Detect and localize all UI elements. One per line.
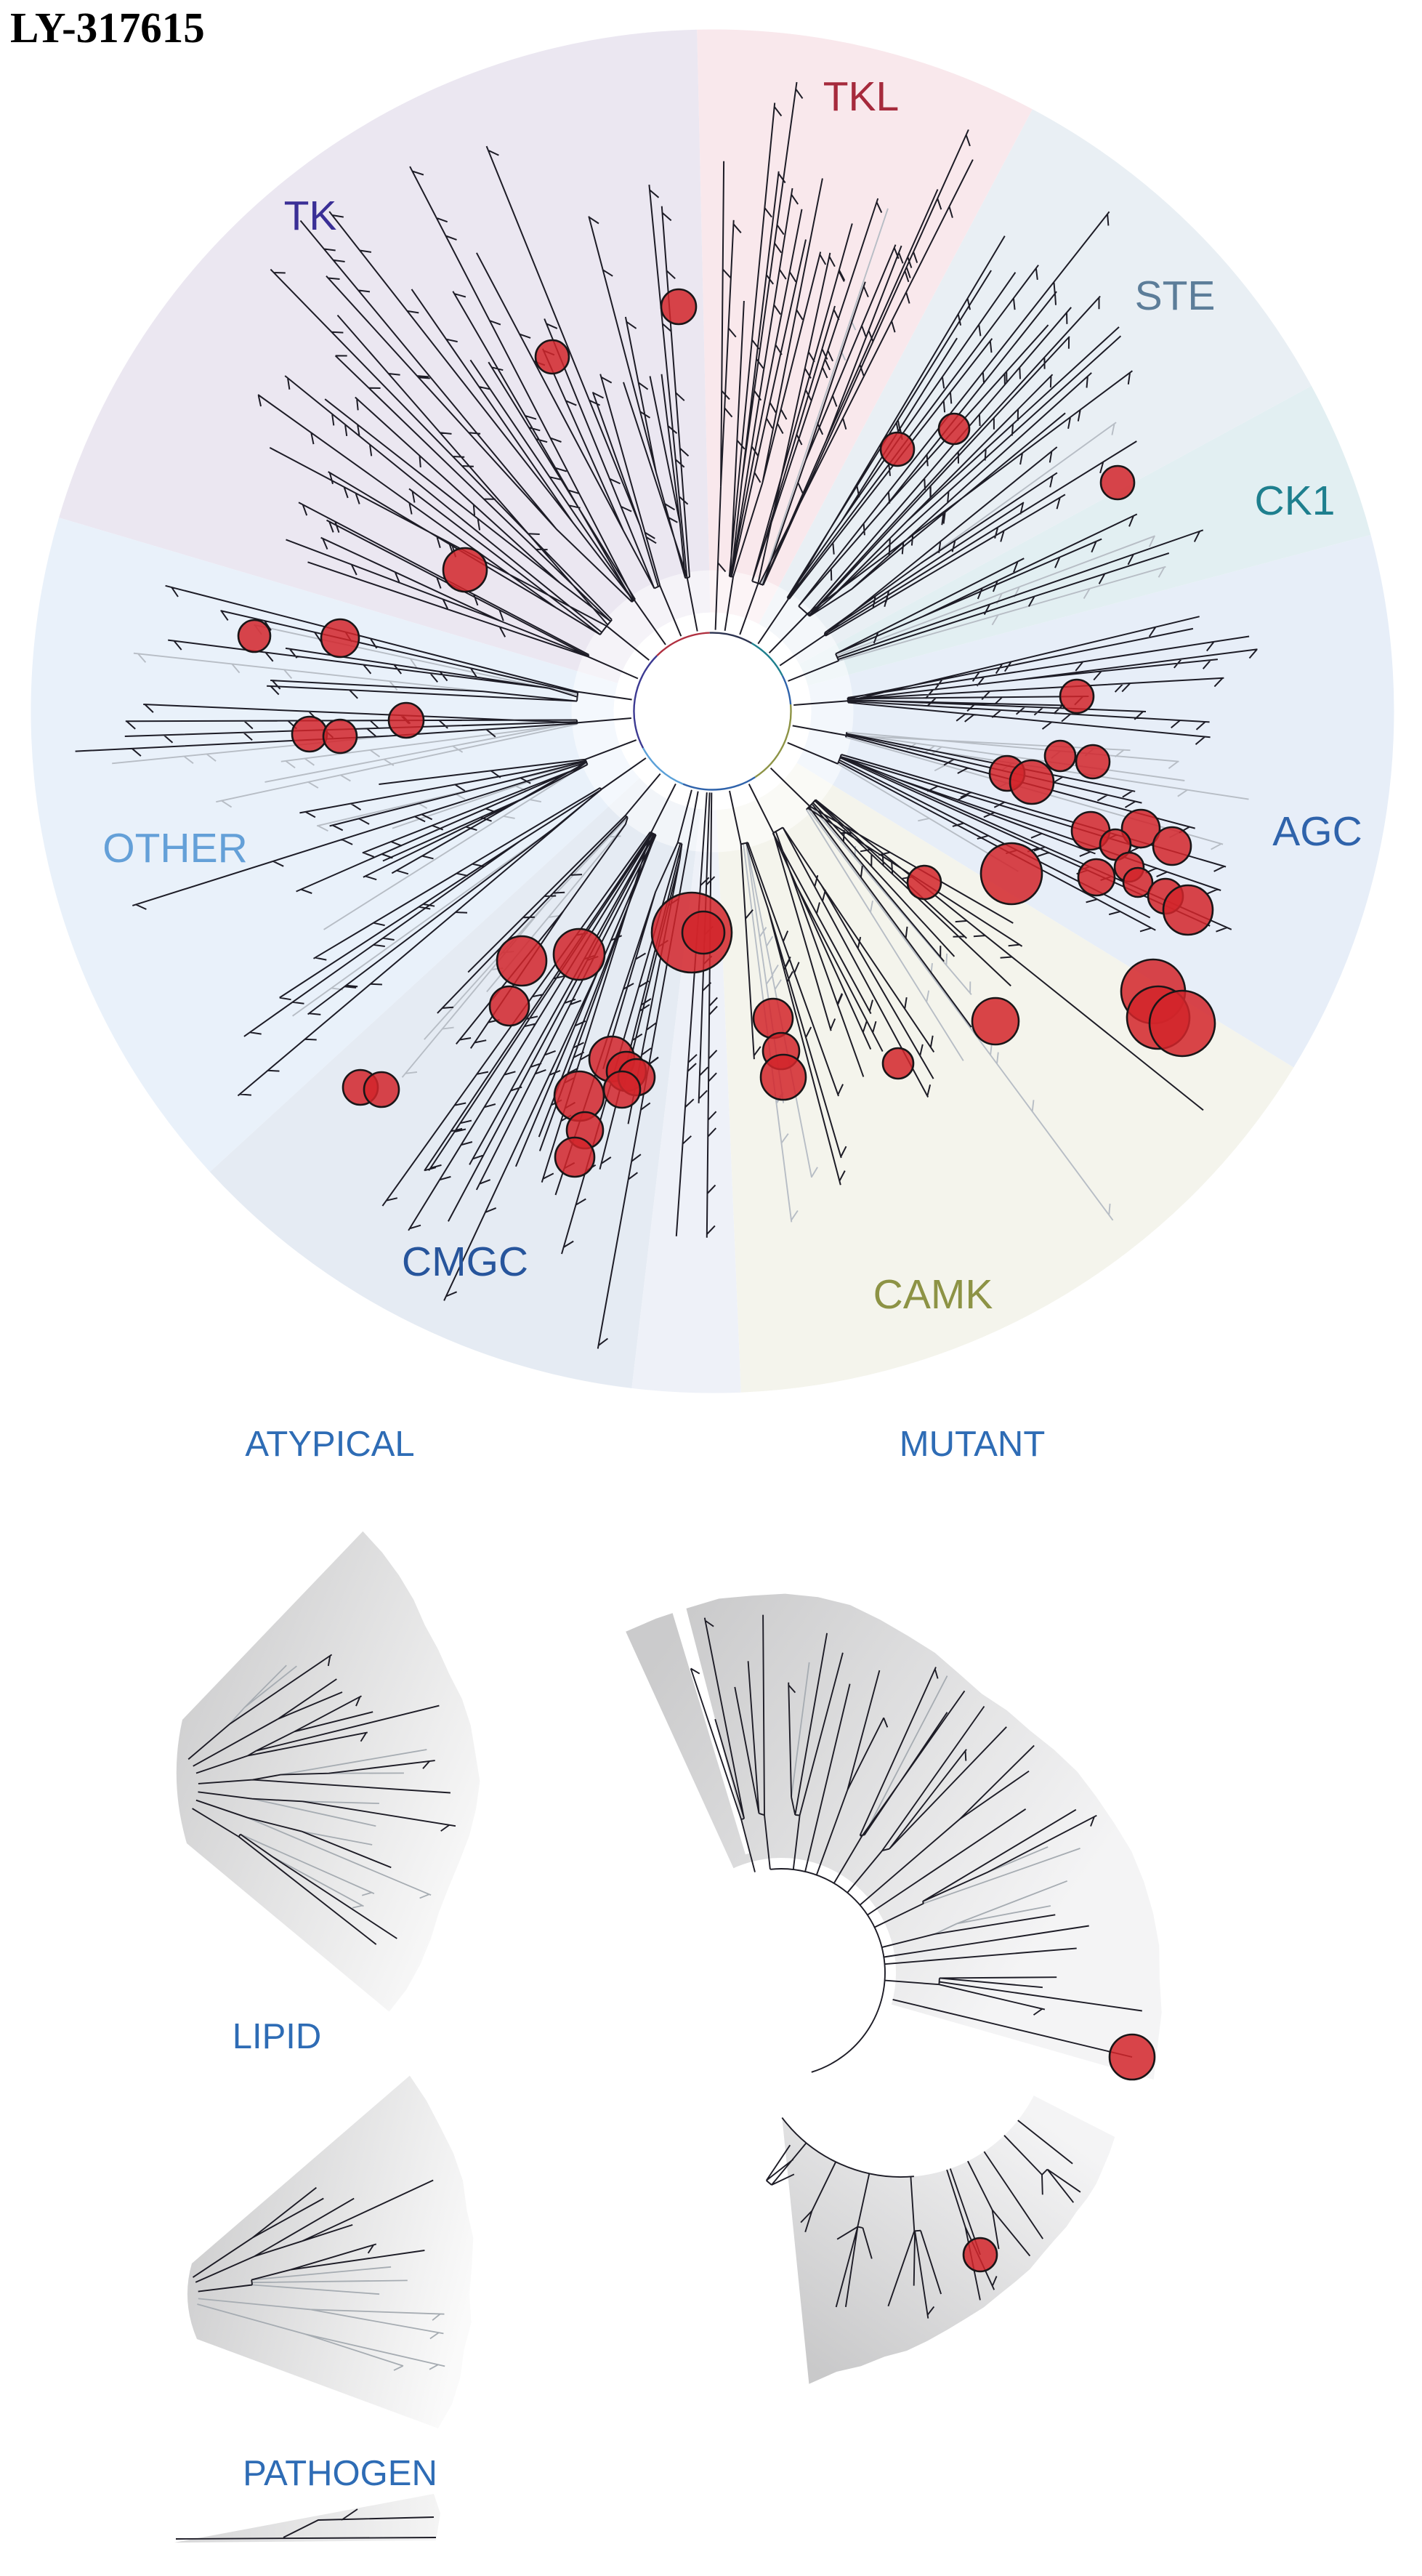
svg-text:CAMK: CAMK — [873, 1271, 993, 1318]
svg-text:TKL: TKL — [823, 73, 900, 120]
svg-text:TK: TK — [284, 193, 337, 239]
svg-text:OTHER: OTHER — [102, 825, 248, 872]
svg-text:ATYPICAL: ATYPICAL — [245, 1425, 414, 1464]
svg-text:CMGC: CMGC — [402, 1239, 528, 1285]
svg-text:PATHOGEN: PATHOGEN — [243, 2454, 437, 2493]
svg-text:STE: STE — [1135, 273, 1216, 319]
svg-text:AGC: AGC — [1272, 808, 1362, 855]
svg-text:MUTANT: MUTANT — [900, 1425, 1046, 1464]
svg-text:CK1: CK1 — [1255, 478, 1336, 524]
svg-text:LY-317615: LY-317615 — [10, 4, 205, 52]
svg-text:LIPID: LIPID — [233, 2017, 322, 2056]
